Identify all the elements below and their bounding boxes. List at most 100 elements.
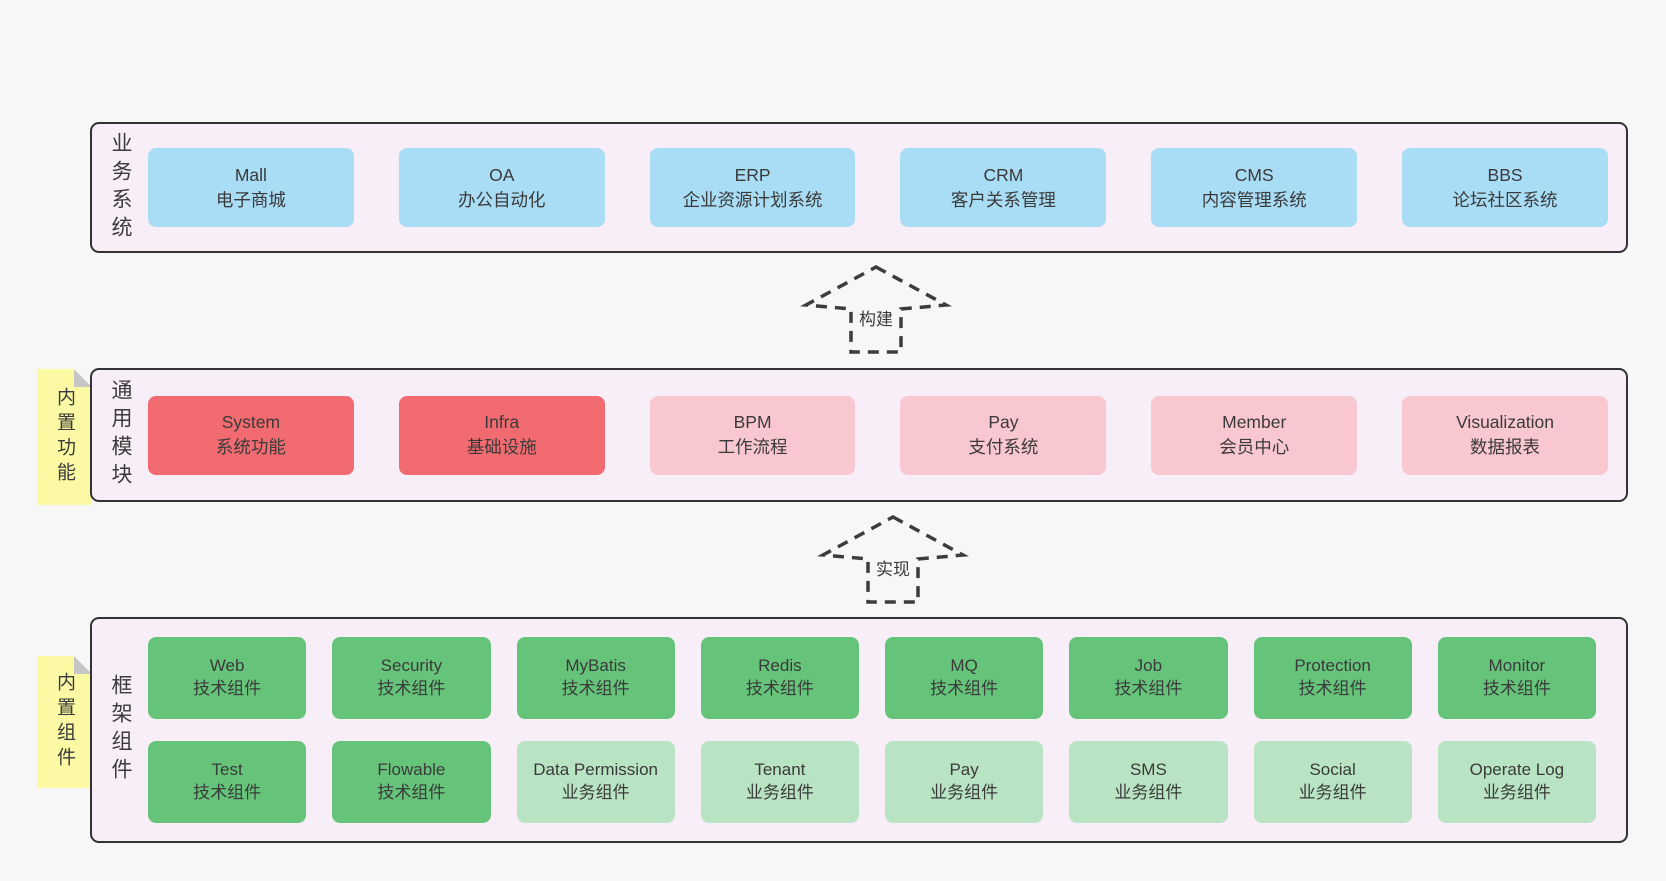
box-subtitle: 办公自动化 [457, 189, 546, 210]
component-rows: Web 技术组件 Security 技术组件 MyBatis 技术组件 [148, 619, 1596, 841]
dashed-up-arrow-icon [817, 515, 969, 604]
up-arrow-implement: 实现 [813, 514, 973, 606]
box-row: Test 技术组件 Flowable 技术组件 Data Permission … [148, 741, 1596, 823]
box-subtitle: 论坛社区系统 [1452, 189, 1558, 210]
sticky-note-label: 内置组件 [54, 672, 75, 772]
layer-panel-framework-components: 框架组件 Web 技术组件 Security 技术组件 MyBatis [90, 617, 1628, 843]
component-box: Test 技术组件 [148, 741, 307, 823]
component-box: Monitor 技术组件 [1437, 637, 1596, 719]
box-subtitle: 技术组件 [930, 679, 999, 698]
box-title: Infra [484, 412, 520, 433]
box-title: Test [211, 760, 243, 780]
box-title: Social [1309, 760, 1356, 780]
box-title: Visualization [1456, 412, 1555, 433]
sticky-note-label: 内置功能 [54, 387, 75, 487]
box-title: SMS [1129, 760, 1167, 780]
module-box: System 系统功能 [148, 395, 354, 475]
box-title: System [221, 412, 281, 433]
component-box: Social 业务组件 [1253, 741, 1412, 823]
component-box: Web 技术组件 [148, 637, 307, 719]
box-title: Flowable [377, 760, 446, 780]
component-box: Job 技术组件 [1069, 637, 1228, 719]
module-box: BBS 论坛社区系统 [1402, 148, 1608, 227]
box-subtitle: 客户关系管理 [950, 189, 1056, 210]
box-subtitle: 业务组件 [930, 783, 999, 802]
box-title: Member [1222, 412, 1287, 433]
box-subtitle: 技术组件 [1482, 679, 1551, 698]
component-box: MyBatis 技术组件 [516, 637, 675, 719]
component-box: MQ 技术组件 [885, 637, 1044, 719]
component-box: Data Permission 业务组件 [516, 741, 675, 823]
layer-label: 框架组件 [109, 674, 132, 786]
box-subtitle: 业务组件 [745, 783, 814, 802]
box-subtitle: 技术组件 [377, 679, 446, 698]
box-title: MyBatis [565, 656, 626, 676]
module-box: ERP 企业资源计划系统 [649, 148, 856, 227]
module-box: CMS 内容管理系统 [1151, 148, 1358, 227]
module-box: Infra 基础设施 [398, 395, 605, 475]
box-title: Operate Log [1469, 760, 1565, 780]
box-title: Pay [949, 760, 979, 780]
box-subtitle: 技术组件 [1114, 679, 1183, 698]
dashed-up-arrow-icon [800, 265, 952, 354]
layer-label: 通用模块 [109, 379, 132, 491]
box-title: ERP [734, 164, 771, 185]
box-subtitle: 业务组件 [561, 783, 630, 802]
box-title: BBS [1487, 164, 1523, 185]
component-box: Operate Log 业务组件 [1437, 741, 1596, 823]
layer-label: 业务系统 [109, 131, 132, 244]
component-box: Pay 业务组件 [885, 741, 1044, 823]
box-title: OA [489, 164, 515, 185]
arrow-label: 构建 [855, 304, 897, 331]
box-title: Security [380, 656, 443, 676]
box-title: Pay [988, 412, 1019, 433]
box-title: CMS [1234, 164, 1274, 185]
layer-panel-common-modules: 通用模块 System 系统功能 Infra 基础设施 BPM 工作流程 [90, 368, 1628, 502]
module-box: BPM 工作流程 [649, 395, 856, 475]
box-subtitle: 技术组件 [561, 679, 630, 698]
box-subtitle: 业务组件 [1482, 783, 1551, 802]
layer-panel-business-systems: 业务系统 Mall 电子商城 OA 办公自动化 ERP 企业资源计划系统 [90, 122, 1628, 253]
component-box: Flowable 技术组件 [332, 741, 491, 823]
box-subtitle: 支付系统 [968, 437, 1039, 457]
box-subtitle: 技术组件 [377, 783, 446, 802]
box-subtitle: 技术组件 [1298, 679, 1367, 698]
box-row: Mall 电子商城 OA 办公自动化 ERP 企业资源计划系统 CRM 客户关系… [148, 124, 1608, 251]
component-box: Protection 技术组件 [1253, 637, 1412, 719]
box-title: BPM [733, 412, 772, 433]
up-arrow-build: 构建 [796, 264, 956, 356]
box-title: Redis [758, 656, 802, 676]
component-box: SMS 业务组件 [1069, 741, 1228, 823]
box-title: CRM [983, 164, 1024, 185]
box-subtitle: 内容管理系统 [1201, 189, 1307, 210]
arrow-label: 实现 [872, 554, 914, 581]
component-box: Redis 技术组件 [700, 637, 859, 719]
component-box: Tenant 业务组件 [700, 741, 859, 823]
box-subtitle: 技术组件 [745, 679, 814, 698]
box-subtitle: 基础设施 [466, 437, 537, 457]
box-subtitle: 系统功能 [215, 437, 286, 457]
module-box: Visualization 数据报表 [1402, 395, 1608, 475]
box-subtitle: 工作流程 [717, 437, 788, 457]
box-subtitle: 企业资源计划系统 [682, 189, 823, 210]
box-row: Web 技术组件 Security 技术组件 MyBatis 技术组件 [148, 637, 1596, 719]
box-title: Web [209, 656, 245, 676]
module-box: OA 办公自动化 [398, 148, 605, 227]
sticky-note-built-in-features: 内置功能 [37, 369, 92, 505]
box-title: Data Permission [533, 760, 658, 780]
module-box: CRM 客户关系管理 [900, 148, 1107, 227]
box-title: Monitor [1488, 656, 1546, 676]
module-box: Pay 支付系统 [900, 395, 1107, 475]
box-subtitle: 业务组件 [1298, 783, 1367, 802]
module-box: Mall 电子商城 [148, 148, 354, 227]
box-subtitle: 技术组件 [193, 783, 262, 802]
box-row: System 系统功能 Infra 基础设施 BPM 工作流程 Pay 支付系统 [148, 370, 1608, 500]
box-subtitle: 业务组件 [1114, 783, 1183, 802]
box-title: Job [1134, 656, 1163, 676]
box-subtitle: 技术组件 [193, 679, 262, 698]
component-box: Security 技术组件 [332, 637, 491, 719]
box-subtitle: 会员中心 [1219, 437, 1290, 457]
box-subtitle: 电子商城 [215, 189, 286, 210]
box-title: MQ [950, 656, 978, 676]
